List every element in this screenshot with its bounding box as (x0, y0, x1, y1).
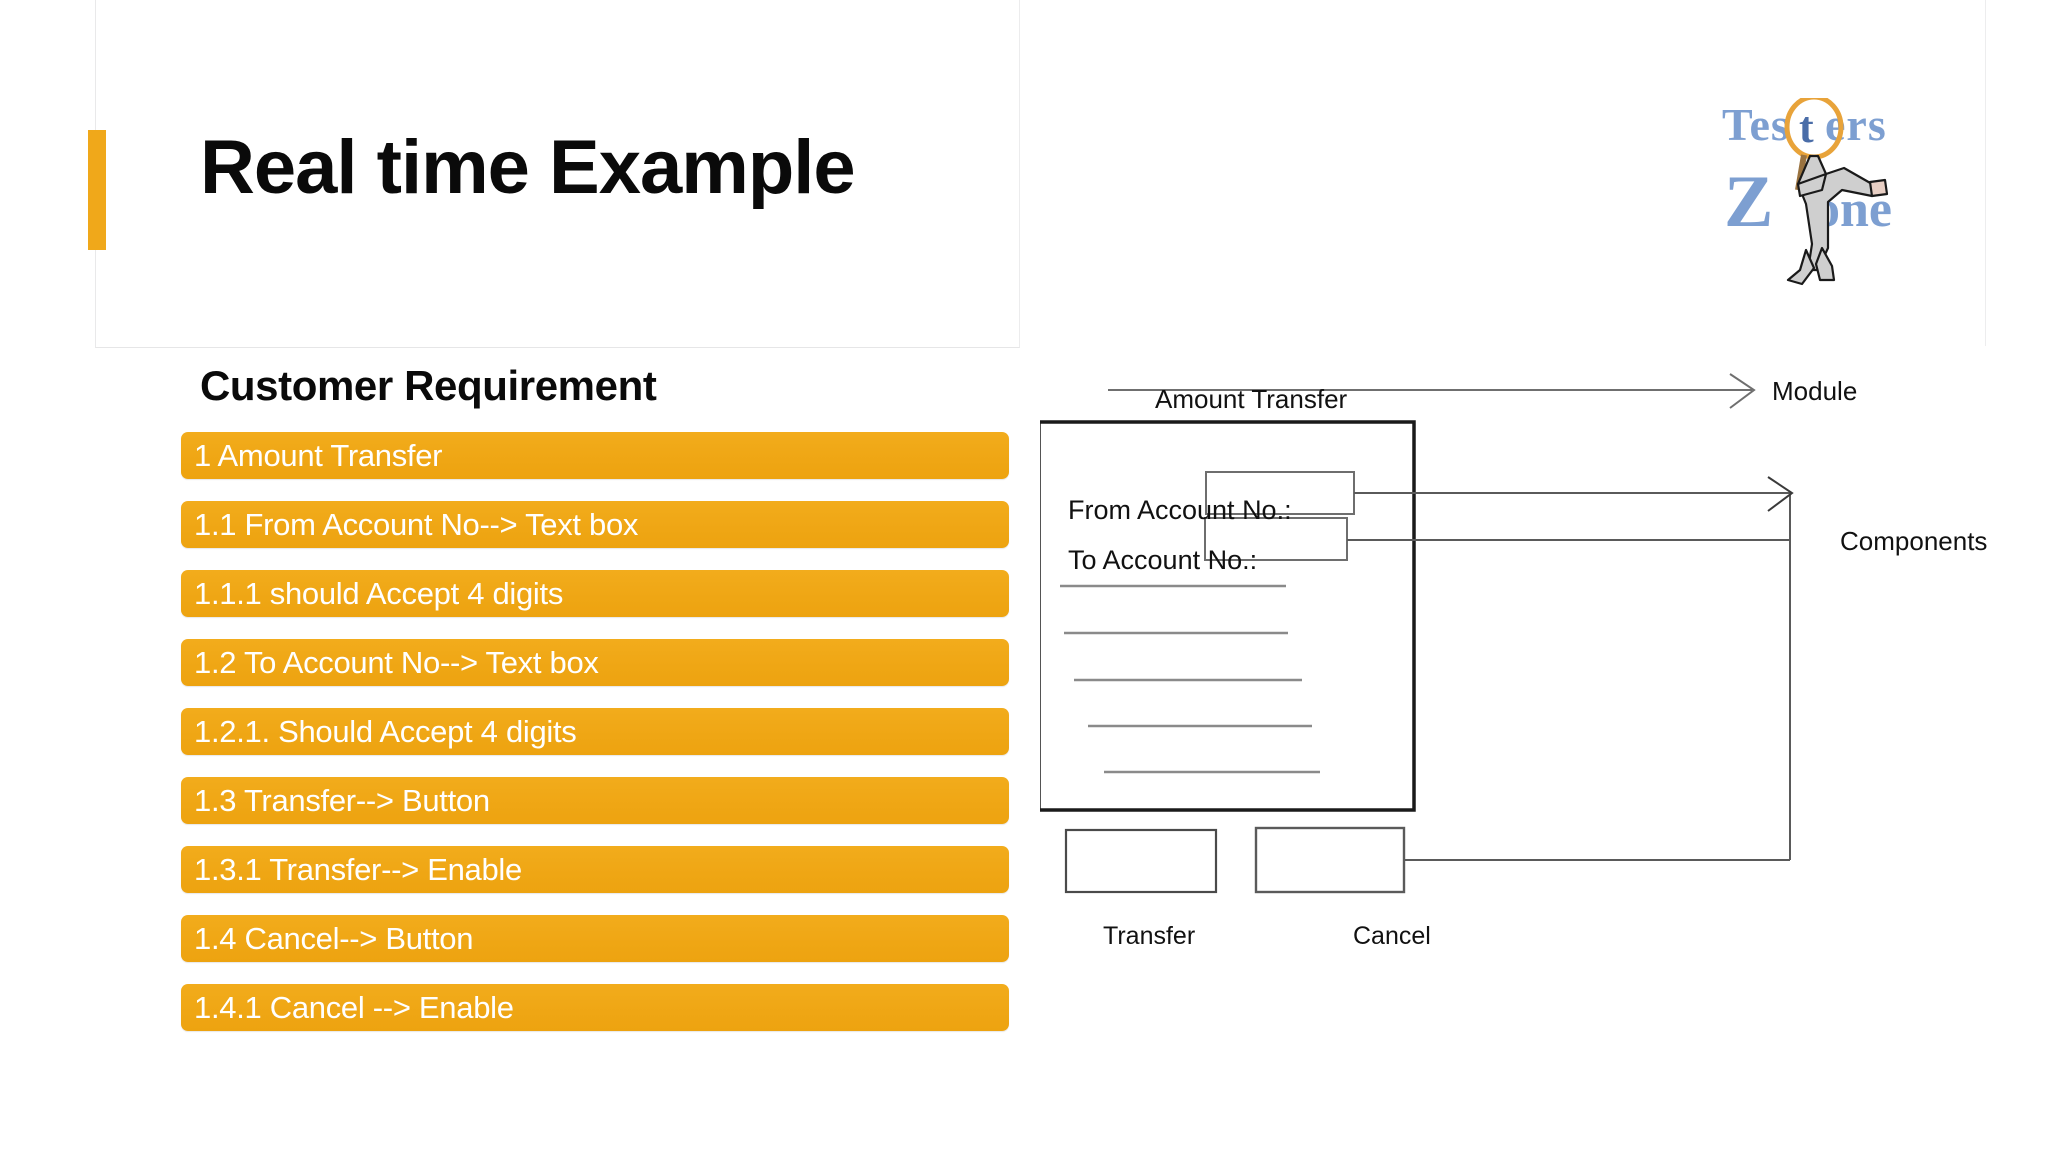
requirement-bar[interactable]: 1.1 From Account No--> Text box (181, 501, 1009, 548)
requirement-label: 1.1 From Account No--> Text box (194, 507, 639, 542)
placeholder-lines (1060, 584, 1320, 774)
requirement-list: 1 Amount Transfer 1.1 From Account No-->… (181, 432, 1009, 1053)
components-annotation-label: Components (1840, 526, 1988, 556)
module-arrow (1108, 373, 1756, 409)
to-account-label: To Account No.: (1068, 545, 1258, 575)
requirement-label: 1.1.1 should Accept 4 digits (194, 576, 564, 611)
svg-text:t: t (1799, 103, 1814, 152)
requirement-bar[interactable]: 1 Amount Transfer (181, 432, 1009, 479)
requirement-bar[interactable]: 1.2 To Account No--> Text box (181, 639, 1009, 686)
transfer-button-label[interactable]: Transfer (1103, 922, 1196, 950)
component-connectors (1347, 492, 1791, 861)
module-annotation-label: Module (1772, 376, 1858, 406)
card-right-edge (1985, 0, 1986, 346)
page-title: Real time Example (200, 125, 856, 210)
requirement-bar[interactable]: 1.3 Transfer--> Button (181, 777, 1009, 824)
svg-text:Z: Z (1724, 161, 1773, 243)
requirement-label: 1 Amount Transfer (194, 438, 443, 473)
title-accent-bar (88, 130, 106, 250)
requirement-label: 1.4.1 Cancel --> Enable (194, 990, 514, 1025)
requirement-bar[interactable]: 1.4.1 Cancel --> Enable (181, 984, 1009, 1031)
svg-text:Tes: Tes (1722, 99, 1790, 150)
requirement-label: 1.2.1. Should Accept 4 digits (194, 714, 577, 749)
requirement-label: 1.2 To Account No--> Text box (194, 645, 599, 680)
module-diagram (1040, 360, 2000, 1060)
requirement-bar[interactable]: 1.3.1 Transfer--> Enable (181, 846, 1009, 893)
components-arrow (1767, 476, 1794, 512)
section-heading: Customer Requirement (200, 362, 657, 409)
requirement-bar[interactable]: 1.4 Cancel--> Button (181, 915, 1009, 962)
cancel-button-label[interactable]: Cancel (1353, 922, 1431, 950)
requirement-label: 1.3.1 Transfer--> Enable (194, 852, 522, 887)
testers-zone-logo: Tes ers t Z one (1722, 98, 1972, 288)
requirement-label: 1.3 Transfer--> Button (194, 783, 490, 818)
title-card (95, 0, 1020, 348)
requirement-bar[interactable]: 1.1.1 should Accept 4 digits (181, 570, 1009, 617)
from-account-label: From Account No.: (1068, 495, 1292, 525)
requirement-bar[interactable]: 1.2.1. Should Accept 4 digits (181, 708, 1009, 755)
module-title-label: Amount Transfer (1155, 384, 1348, 414)
requirement-label: 1.4 Cancel--> Button (194, 921, 474, 956)
